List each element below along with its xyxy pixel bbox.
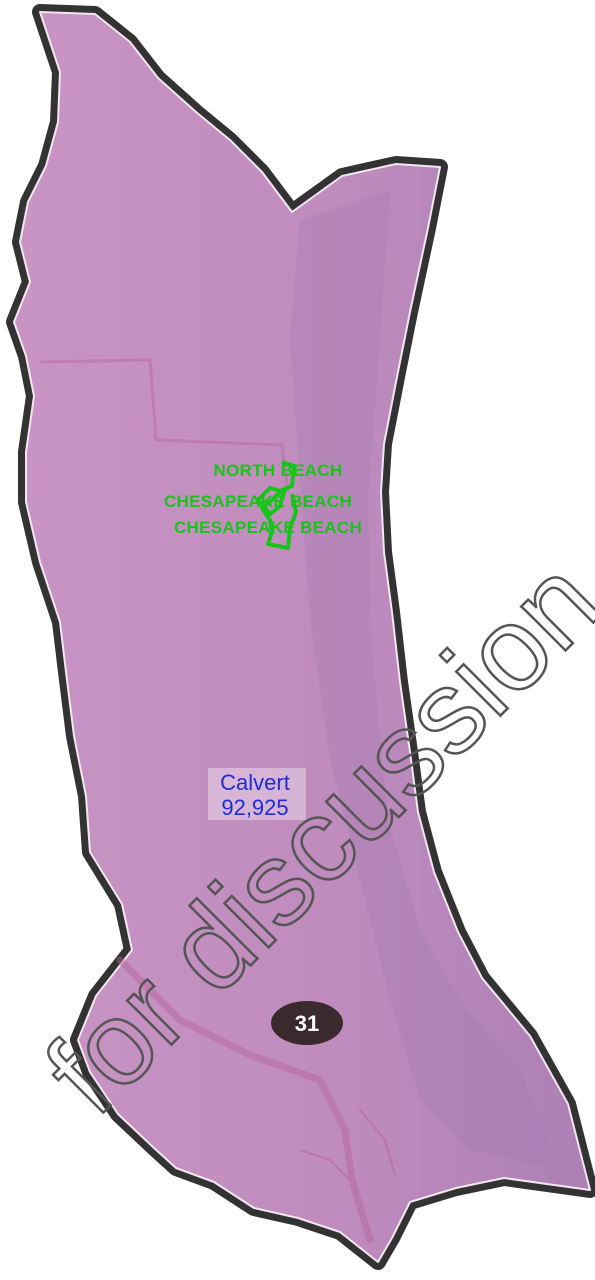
district-number: 31 [295, 1011, 319, 1036]
town-boundary [260, 460, 298, 550]
river-branch [299, 1109, 396, 1181]
river [116, 956, 374, 1244]
town-label-north-beach: NORTH BEACH [214, 461, 343, 480]
district-area [13, 11, 591, 1263]
town-label-chesapeake-beach-2: CHESAPEAKE BEACH [174, 518, 362, 537]
county-population: 92,925 [221, 795, 288, 820]
district-badge [271, 1001, 343, 1045]
town-label-chesapeake-beach: CHESAPEAKE BEACH [164, 492, 352, 511]
county-name: Calvert [220, 770, 290, 795]
town-boundary-loop [255, 485, 287, 517]
terrain-shading [290, 190, 560, 1170]
county-label-backdrop [208, 768, 306, 820]
